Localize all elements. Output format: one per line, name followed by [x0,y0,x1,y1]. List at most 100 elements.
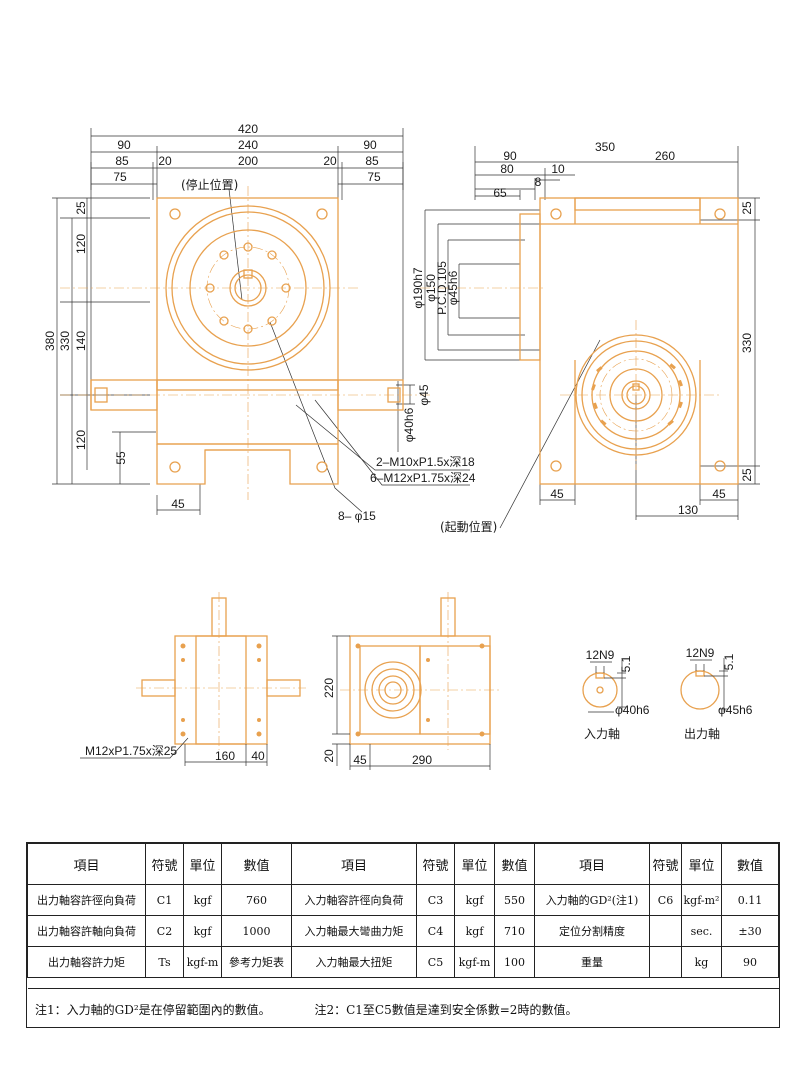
table-cell: 90 [721,946,779,978]
dim-right-75: 75 [367,170,381,184]
header-symbol-1: 符號 [145,843,184,885]
header-symbol-3: 符號 [649,843,682,885]
table-cell: C2 [145,915,184,947]
side-dim-8: 8 [535,175,542,189]
input-key-depth: 5.1 [619,655,633,672]
table-cell: C5 [416,946,455,978]
dim-left-120-bottom: 120 [74,430,88,450]
table-cell: Ts [145,946,184,978]
side-dim-80: 80 [500,162,514,176]
table-cell: kgf-m [183,946,222,978]
table-cell: 0.11 [721,884,779,916]
dim-left-55: 55 [114,451,128,465]
input-key-width: 12N9 [586,648,615,662]
spacer-row [27,977,779,989]
table-cell: kg [681,946,722,978]
table-cell: 參考力矩表 [221,946,292,978]
side-dim-130: 130 [678,503,698,517]
dim-right-20: 20 [323,154,337,168]
side-dim-10: 10 [551,162,565,176]
dim-center-240: 240 [238,138,258,152]
side-dim-pcd: P.C.D.105 [435,261,449,315]
table-cell: 1000 [221,915,292,947]
spec-table: 項目 符號 單位 數值 項目 符號 單位 數值 項目 符號 單位 數值 出力軸容… [26,842,780,1028]
dim-right-90: 90 [363,138,377,152]
table-cell: C3 [416,884,455,916]
table-cell: 重量 [534,946,650,978]
callout-m12: 6–M12xP1.75x深24 [370,471,476,485]
table-cell: 入力軸容許徑向負荷 [291,884,417,916]
side-dim-phi190: φ190h7 [411,267,425,308]
small-dim-40: 40 [251,749,265,763]
header-value-3: 數值 [721,843,779,885]
thread-callout: M12xP1.75x深25 [85,744,177,758]
dim-bottom-45: 45 [171,497,185,511]
table-cell: 入力軸最大彎曲力矩 [291,915,417,947]
output-shaft-label: 出力軸 [684,727,720,741]
dim-left-85: 85 [115,154,129,168]
dim-phi40h6: φ40h6 [402,407,416,442]
dim-left-75: 75 [113,170,127,184]
table-cell: 入力軸的GD²(注1) [534,884,650,916]
side-dim-350: 350 [595,140,615,154]
table-cell: sec. [681,915,722,947]
technical-drawing: 420 90 240 90 85 20 200 20 85 75 75 (停止位… [43,122,760,770]
side-dim-45-left: 45 [550,487,564,501]
dim-left-25: 25 [74,201,88,215]
table-row: 出力軸容許軸向負荷 C2 kgf 1000 入力軸最大彎曲力矩 C4 kgf 7… [27,915,779,947]
table-cell: kgf [183,915,222,947]
small-dim-45: 45 [353,753,367,767]
header-value-1: 數值 [221,843,292,885]
header-item-1: 項目 [27,843,146,885]
callout-m10: 2–M10xP1.5x深18 [376,455,475,469]
header-unit-1: 單位 [183,843,222,885]
side-dim-260: 260 [655,149,675,163]
header-value-2: 數值 [494,843,535,885]
table-cell: kgf [454,915,495,947]
table-cell: ±30 [721,915,779,947]
side-dim-phi150: φ150 [424,274,438,302]
dim-height-330: 330 [58,331,72,351]
table-cell: kgf-m [454,946,495,978]
table-cell: 入力軸最大扭矩 [291,946,417,978]
spec-header-row: 項目 符號 單位 數值 項目 符號 單位 數值 項目 符號 單位 數值 [27,843,779,885]
input-shaft-dia: φ40h6 [615,703,650,717]
table-cell: C6 [649,884,682,916]
stop-position-label: (停止位置) [181,177,238,192]
dim-left-20: 20 [158,154,172,168]
table-cell: 出力軸容許徑向負荷 [27,884,146,916]
table-cell: kgf [454,884,495,916]
small-dim-220: 220 [322,678,336,698]
shaft-detail-input: 12N9 5.1 φ40h6 入力軸 [582,648,650,741]
table-cell: 550 [494,884,535,916]
dim-right-85: 85 [365,154,379,168]
note-1: 注1：入力軸的GD²是在停留範圍內的數值。 [35,1003,271,1017]
small-dim-160: 160 [215,749,235,763]
small-view-middle: 220 20 45 290 [322,592,500,770]
header-item-3: 項目 [534,843,650,885]
shaft-detail-output: 12N9 5.1 φ45h6 出力軸 [680,646,753,741]
output-key-width: 12N9 [686,646,715,660]
dim-width-total: 420 [238,122,258,136]
side-dim-45-right: 45 [712,487,726,501]
small-view-left: M12xP1.75x深25 160 40 [80,592,306,766]
header-item-2: 項目 [291,843,417,885]
table-cell [649,946,682,978]
output-key-depth: 5.1 [722,653,736,670]
table-cell: 出力軸容許力矩 [27,946,146,978]
small-dim-290: 290 [412,753,432,767]
note-2: 注2：C1至C5數值是達到安全係數=2時的數值。 [314,1003,578,1017]
dim-height-380: 380 [43,331,57,351]
table-cell [649,915,682,947]
side-dim-330: 330 [740,333,754,353]
side-dim-25-bottom: 25 [740,468,754,482]
side-view: 350 90 260 80 10 65 8 φ190h7 φ150 P.C.D.… [411,140,760,534]
notes: 注1：入力軸的GD²是在停留範圍內的數值。 注2：C1至C5數值是達到安全係數=… [27,989,779,1045]
table-cell: C4 [416,915,455,947]
side-dim-phi45h6: φ45h6 [446,270,460,305]
header-symbol-2: 符號 [416,843,455,885]
dim-left-90: 90 [117,138,131,152]
front-view: 420 90 240 90 85 20 200 20 85 75 75 (停止位… [43,122,476,523]
dim-center-200: 200 [238,154,258,168]
dim-left-120-top: 120 [74,234,88,254]
